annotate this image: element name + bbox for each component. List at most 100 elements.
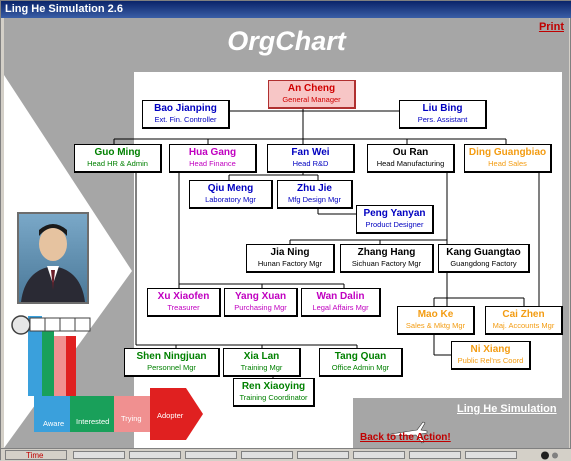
- progress-segment: [241, 451, 293, 459]
- node-title: Head Sales: [488, 159, 527, 168]
- node-name: Zhang Hang: [357, 247, 416, 258]
- node-name: Yang Xuan: [234, 291, 287, 302]
- node-name: Fan Wei: [291, 147, 330, 158]
- node-title: Maj. Accounts Mgr: [492, 321, 555, 330]
- node-name: An Cheng: [287, 83, 336, 94]
- node-title: Office Admin Mgr: [331, 363, 390, 372]
- time-indicator: Time: [5, 450, 67, 460]
- ling-he-simulation-link[interactable]: Ling He Simulation: [457, 403, 557, 415]
- adoption-stage-trying: Trying: [121, 414, 142, 423]
- node-ding-guangbiao[interactable]: Ding Guangbiao Head Sales: [464, 144, 552, 173]
- node-title: Laboratory Mgr: [205, 195, 256, 204]
- page-header: OrgChart: [4, 18, 569, 72]
- status-dots-icon: [541, 451, 558, 460]
- node-name: Jia Ning: [270, 247, 310, 258]
- node-yang-xuan[interactable]: Yang Xuan Purchasing Mgr: [224, 288, 298, 317]
- node-name: Ou Ran: [392, 147, 429, 158]
- node-shen-ningjuan[interactable]: Shen Ningjuan Personnel Mgr: [124, 348, 220, 377]
- node-title: Training Mgr: [240, 363, 283, 372]
- back-panel: [353, 398, 569, 448]
- node-name: Ren Xiaoying: [241, 381, 306, 392]
- progress-segment: [465, 451, 517, 459]
- node-title: Ext. Fin. Controller: [154, 115, 217, 124]
- progress-segment: [185, 451, 237, 459]
- node-title: Training Coordinator: [239, 393, 308, 402]
- node-name: Shen Ningjuan: [136, 351, 207, 362]
- node-name: Liu Bing: [422, 103, 463, 114]
- node-liu-bing[interactable]: Liu Bing Pers. Assistant: [399, 100, 487, 129]
- node-name: Xu Xiaofen: [157, 291, 210, 302]
- node-title: Sales & Mktg Mgr: [405, 321, 466, 330]
- right-edge: [562, 72, 569, 448]
- node-tang-quan[interactable]: Tang Quan Office Admin Mgr: [319, 348, 403, 377]
- title-bar: Ling He Simulation 2.6: [1, 1, 571, 18]
- status-bar: Time: [1, 448, 571, 461]
- print-link[interactable]: Print: [538, 21, 564, 33]
- node-ren-xiaoying[interactable]: Ren Xiaoying Training Coordinator: [233, 378, 315, 407]
- node-zhu-jie[interactable]: Zhu Jie Mfg Design Mgr: [277, 180, 353, 209]
- back-to-action-link[interactable]: Back to the Action!: [360, 432, 451, 443]
- node-title: Mfg Design Mgr: [288, 195, 341, 204]
- node-mao-ke[interactable]: Mao Ke Sales & Mktg Mgr: [397, 306, 475, 335]
- progress-segment: [353, 451, 405, 459]
- node-title: Sichuan Factory Mgr: [351, 259, 422, 268]
- adoption-stage-aware: Aware: [43, 419, 65, 428]
- node-title: Treasurer: [167, 303, 200, 312]
- window-title: Ling He Simulation 2.6: [5, 3, 123, 15]
- node-title: Legal Affairs Mgr: [312, 303, 369, 312]
- node-cai-zhen[interactable]: Cai Zhen Maj. Accounts Mgr: [485, 306, 563, 335]
- node-name: Zhu Jie: [296, 183, 332, 194]
- person-portrait-icon: [21, 224, 85, 302]
- node-name: Cai Zhen: [502, 309, 545, 320]
- node-name: Wan Dalin: [316, 291, 365, 302]
- node-name: Qiu Meng: [207, 183, 254, 194]
- node-title: Head Finance: [189, 159, 236, 168]
- adoption-stage-interested: Interested: [76, 417, 110, 426]
- node-name: Hua Gang: [188, 147, 237, 158]
- node-fan-wei[interactable]: Fan Wei Head R&D: [267, 144, 355, 173]
- progress-segment: [297, 451, 349, 459]
- node-zhang-hang[interactable]: Zhang Hang Sichuan Factory Mgr: [340, 244, 434, 273]
- node-an-cheng[interactable]: An Cheng General Manager: [268, 80, 356, 109]
- node-jia-ning[interactable]: Jia Ning Hunan Factory Mgr: [246, 244, 335, 273]
- node-guo-ming[interactable]: Guo Ming Head HR & Admin: [74, 144, 162, 173]
- node-name: Tang Quan: [334, 351, 387, 362]
- node-title: Head HR & Admin: [87, 159, 148, 168]
- node-title: Pers. Assistant: [417, 115, 468, 124]
- node-kang-guangtao[interactable]: Kang Guangtao Guangdong Factory: [438, 244, 530, 273]
- node-bao-jianping[interactable]: Bao Jianping Ext. Fin. Controller: [142, 100, 230, 129]
- node-name: Mao Ke: [417, 309, 454, 320]
- node-name: Ding Guangbiao: [468, 147, 547, 158]
- orgchart-canvas: OrgChart Print: [4, 18, 569, 448]
- progress-segment: [409, 451, 461, 459]
- node-qiu-meng[interactable]: Qiu Meng Laboratory Mgr: [189, 180, 273, 209]
- node-xu-xiaofen[interactable]: Xu Xiaofen Treasurer: [147, 288, 221, 317]
- node-wan-dalin[interactable]: Wan Dalin Legal Affairs Mgr: [301, 288, 381, 317]
- node-title: Personnel Mgr: [147, 363, 196, 372]
- node-name: Ni Xiang: [470, 344, 511, 355]
- node-title: Head R&D: [292, 159, 329, 168]
- page-title: OrgChart: [227, 26, 346, 56]
- adoption-stage-adopter: Adopter: [157, 411, 184, 420]
- node-hua-gang[interactable]: Hua Gang Head Finance: [169, 144, 257, 173]
- node-title: Product Designer: [365, 220, 424, 229]
- profile-photo: [17, 212, 89, 304]
- node-name: Xia Lan: [243, 351, 280, 362]
- node-name: Bao Jianping: [154, 103, 217, 114]
- org-connectors: [113, 101, 540, 380]
- node-name: Guo Ming: [94, 147, 141, 158]
- node-title: Head Manufacturing: [376, 159, 445, 168]
- node-ni-xiang[interactable]: Ni Xiang Public Rel'ns Coord: [451, 341, 531, 370]
- node-title: Public Rel'ns Coord: [457, 356, 524, 365]
- node-name: Peng Yanyan: [363, 208, 426, 219]
- node-title: Purchasing Mgr: [234, 303, 287, 312]
- node-title: General Manager: [282, 95, 341, 104]
- progress-segment: [73, 451, 125, 459]
- adoption-curve: [11, 315, 203, 440]
- node-ou-ran[interactable]: Ou Ran Head Manufacturing: [367, 144, 455, 173]
- airplane-icon: [390, 421, 428, 444]
- node-peng-yanyan[interactable]: Peng Yanyan Product Designer: [356, 205, 434, 234]
- node-title: Guangdong Factory: [450, 259, 517, 268]
- node-xia-lan[interactable]: Xia Lan Training Mgr: [223, 348, 301, 377]
